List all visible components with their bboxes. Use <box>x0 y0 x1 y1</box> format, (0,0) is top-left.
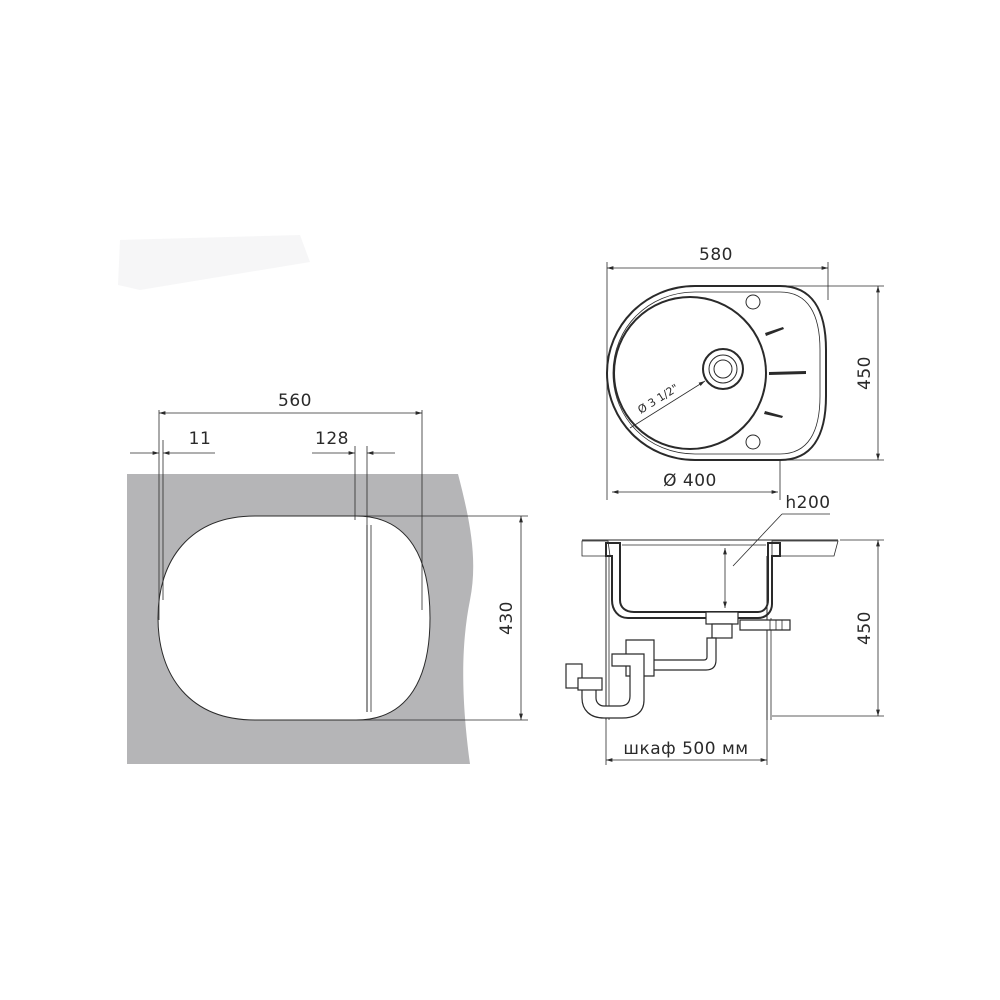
rib-3 <box>764 411 783 418</box>
rib-2 <box>769 371 806 375</box>
h200-label: h200 <box>785 493 830 513</box>
drain-outer <box>702 348 744 390</box>
dim-560-label: 560 <box>278 391 312 411</box>
drain-label: Ø 3 1/2" <box>635 381 680 416</box>
dim-430-label: 430 <box>497 601 517 635</box>
rib-1 <box>765 327 784 336</box>
dim-580-label: 580 <box>699 245 733 265</box>
watermark <box>118 235 310 290</box>
top-view: 580 450 Ø 3 1/2" Ø 400 <box>605 245 884 500</box>
dim-450-top-label: 450 <box>855 356 875 390</box>
cabinet-label: шкаф 500 мм <box>623 739 748 759</box>
drain-fitting <box>705 611 739 625</box>
tap-hole-bottom <box>745 434 761 450</box>
cutout-view: 560 11 128 430 <box>118 235 528 764</box>
side-view: h200 450 <box>565 493 884 765</box>
dim-11-label: 11 <box>189 429 212 449</box>
sink-cutout <box>157 515 431 721</box>
sink-outline <box>605 285 827 461</box>
sink-section <box>605 542 781 619</box>
dim-400-label: Ø 400 <box>663 471 717 491</box>
overflow-hose <box>739 619 791 631</box>
dim-450-side-label: 450 <box>855 611 875 645</box>
tap-hole-top <box>745 294 761 310</box>
siphon-pipe <box>649 637 717 671</box>
bowl-circle <box>613 296 767 450</box>
dim-128-label: 128 <box>315 429 349 449</box>
